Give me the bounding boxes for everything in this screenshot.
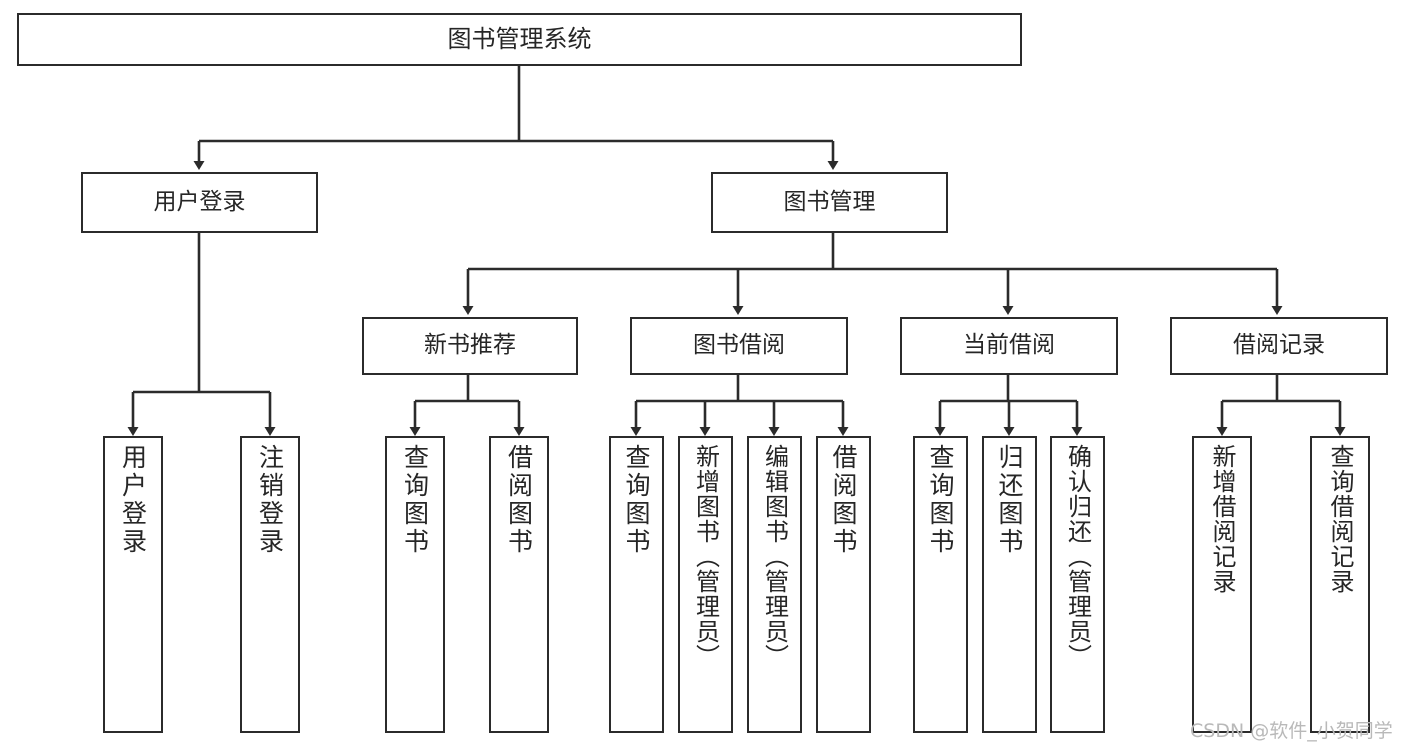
node-leaf-query-record-label: 查询借阅记录 <box>1326 444 1354 594</box>
node-leaf-borrow-book-2-label: 借阅图书 <box>829 444 858 556</box>
node-leaf-edit-book[interactable]: 编辑图书（管理员） <box>747 436 802 733</box>
node-leaf-logout-login-label: 注销登录 <box>255 444 285 556</box>
node-leaf-user-login[interactable]: 用户登录 <box>103 436 163 733</box>
node-leaf-borrow-book-1[interactable]: 借阅图书 <box>489 436 549 733</box>
node-leaf-query-book-1[interactable]: 查询图书 <box>385 436 445 733</box>
node-leaf-query-book-2[interactable]: 查询图书 <box>609 436 664 733</box>
node-current-borrow[interactable]: 当前借阅 <box>900 317 1118 375</box>
node-leaf-return-book[interactable]: 归还图书 <box>982 436 1037 733</box>
node-leaf-query-record[interactable]: 查询借阅记录 <box>1310 436 1370 733</box>
node-leaf-confirm-return[interactable]: 确认归还（管理员） <box>1050 436 1105 733</box>
node-borrow-record-label: 借阅记录 <box>1233 332 1325 359</box>
node-book-borrow[interactable]: 图书借阅 <box>630 317 848 375</box>
node-book-borrow-label: 图书借阅 <box>693 332 785 359</box>
node-leaf-add-book-label: 新增图书（管理员） <box>691 444 720 669</box>
node-leaf-edit-book-label: 编辑图书（管理员） <box>760 444 789 669</box>
node-root[interactable]: 图书管理系统 <box>17 13 1022 66</box>
node-book-manage[interactable]: 图书管理 <box>711 172 948 233</box>
node-leaf-borrow-book-1-label: 借阅图书 <box>504 444 534 556</box>
node-borrow-record[interactable]: 借阅记录 <box>1170 317 1388 375</box>
node-user-login[interactable]: 用户登录 <box>81 172 318 233</box>
node-current-borrow-label: 当前借阅 <box>963 332 1055 359</box>
node-leaf-confirm-return-label: 确认归还（管理员） <box>1063 444 1092 669</box>
node-new-book-recommend-label: 新书推荐 <box>424 332 516 359</box>
node-leaf-borrow-book-2[interactable]: 借阅图书 <box>816 436 871 733</box>
node-leaf-user-login-label: 用户登录 <box>118 444 148 556</box>
node-leaf-add-record-label: 新增借阅记录 <box>1208 444 1236 594</box>
watermark-text: CSDN @软件_小贺同学 <box>1190 720 1393 742</box>
node-leaf-return-book-label: 归还图书 <box>995 444 1024 556</box>
node-new-book-recommend[interactable]: 新书推荐 <box>362 317 578 375</box>
node-leaf-add-record[interactable]: 新增借阅记录 <box>1192 436 1252 733</box>
node-leaf-add-book[interactable]: 新增图书（管理员） <box>678 436 733 733</box>
node-root-label: 图书管理系统 <box>447 25 592 54</box>
node-leaf-query-book-3-label: 查询图书 <box>926 444 955 556</box>
node-leaf-logout-login[interactable]: 注销登录 <box>240 436 300 733</box>
node-leaf-query-book-3[interactable]: 查询图书 <box>913 436 968 733</box>
node-book-manage-label: 图书管理 <box>783 188 876 215</box>
node-user-login-label: 用户登录 <box>153 188 246 215</box>
node-leaf-query-book-2-label: 查询图书 <box>622 444 651 556</box>
node-leaf-query-book-1-label: 查询图书 <box>400 444 430 556</box>
